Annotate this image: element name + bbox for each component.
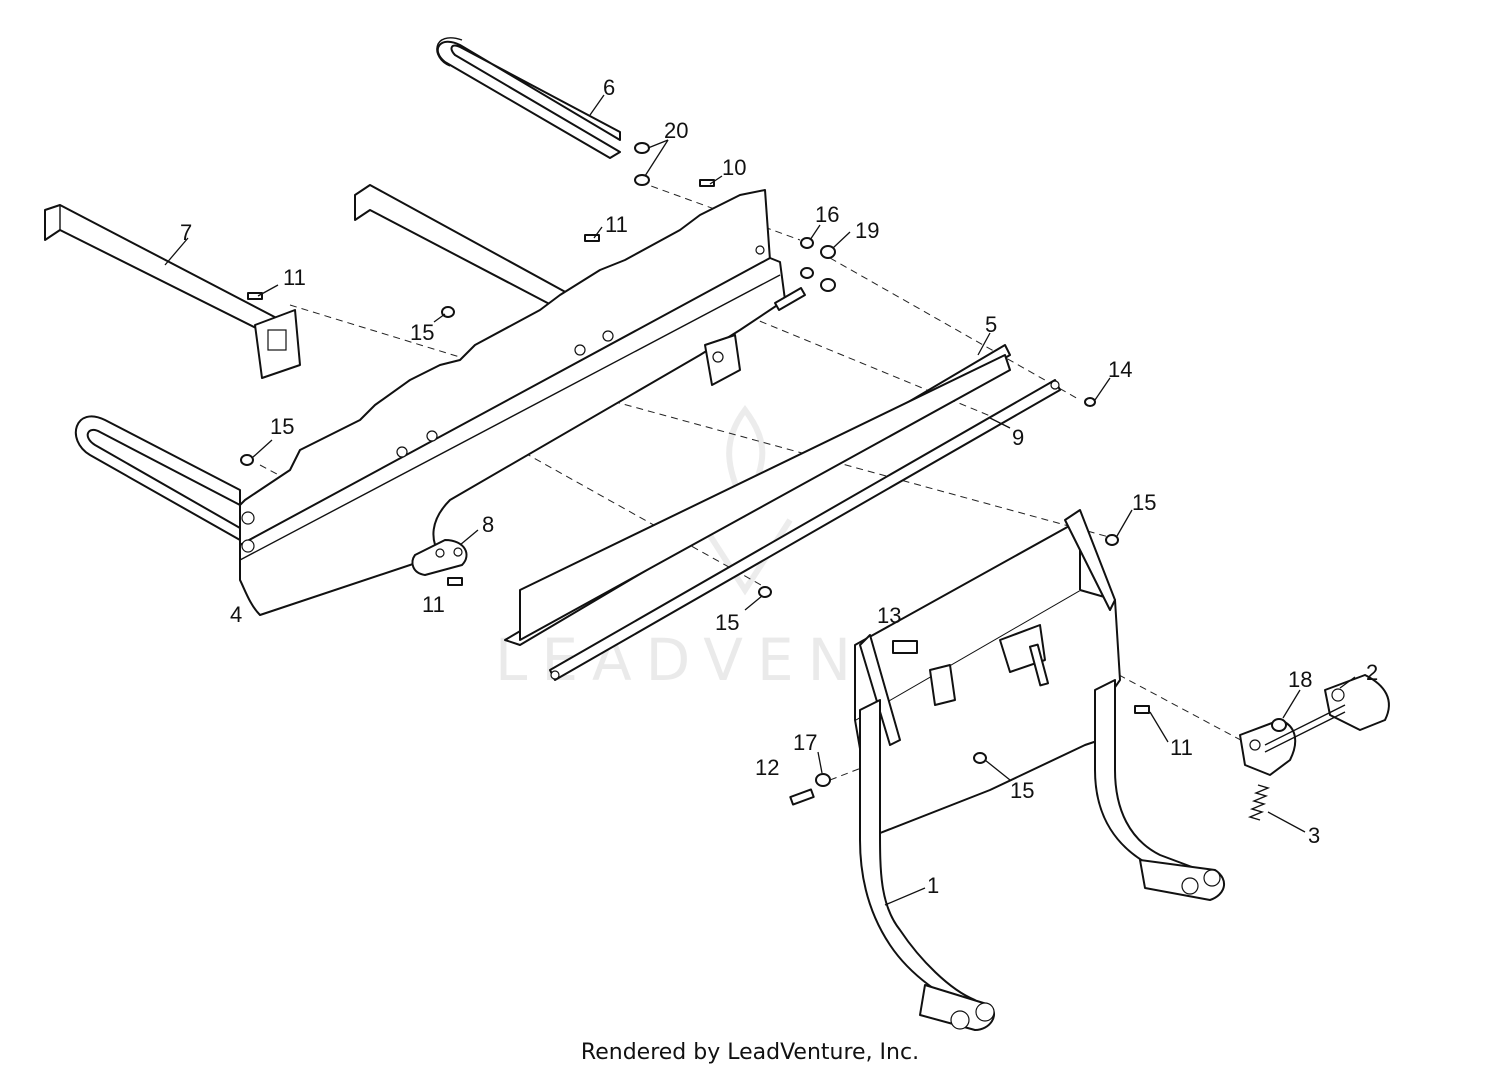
callout-11: 11	[1170, 735, 1193, 760]
callout-18: 18	[1288, 667, 1312, 692]
part-8-plate	[411, 539, 468, 576]
callout-9: 9	[1012, 425, 1024, 450]
callout-15: 15	[270, 414, 294, 439]
callout-11: 11	[283, 265, 306, 290]
callout-14: 14	[1108, 357, 1132, 382]
callout-12: 12	[755, 755, 779, 780]
callout-15: 15	[1010, 778, 1034, 803]
part-1-hitch-frame	[854, 509, 1225, 1031]
callout-16: 16	[815, 202, 839, 227]
callout-8: 8	[482, 512, 494, 537]
callout-15: 15	[715, 610, 739, 635]
part-7-tube	[44, 204, 301, 379]
callout-3: 3	[1308, 823, 1320, 848]
callout-7: 7	[180, 220, 192, 245]
part-7-tube-center	[354, 184, 581, 321]
callout-11: 11	[605, 212, 628, 237]
callout-10: 10	[722, 155, 746, 180]
part-4-frame	[239, 189, 806, 616]
callout-labels: 6 20 10 7 11 11 16 19 15 5 14 15 9 8 15 …	[180, 75, 1378, 898]
callout-13: 13	[877, 603, 901, 628]
callout-20: 20	[664, 118, 688, 143]
part-2-latch	[1239, 674, 1390, 776]
part-6-u-handle-lower	[74, 415, 241, 541]
callout-15: 15	[410, 320, 434, 345]
callout-15: 15	[1132, 490, 1156, 515]
callout-17: 17	[793, 730, 817, 755]
callout-5: 5	[985, 312, 997, 337]
callout-2: 2	[1366, 660, 1378, 685]
callout-6: 6	[603, 75, 615, 100]
callout-1: 1	[927, 873, 939, 898]
callout-4: 4	[230, 602, 242, 627]
part-3-spring	[1247, 784, 1271, 821]
callout-19: 19	[855, 218, 879, 243]
part-9-flat-bar	[549, 379, 1061, 681]
callout-11: 11	[422, 592, 445, 617]
footer-credit: Rendered by LeadVenture, Inc.	[580, 1040, 920, 1065]
hardware	[240, 142, 1287, 806]
part-6-u-handle	[436, 37, 621, 159]
part-5-angle-bar	[504, 344, 1011, 646]
leader-lines	[164, 94, 1356, 906]
frame-bracket	[704, 334, 741, 386]
